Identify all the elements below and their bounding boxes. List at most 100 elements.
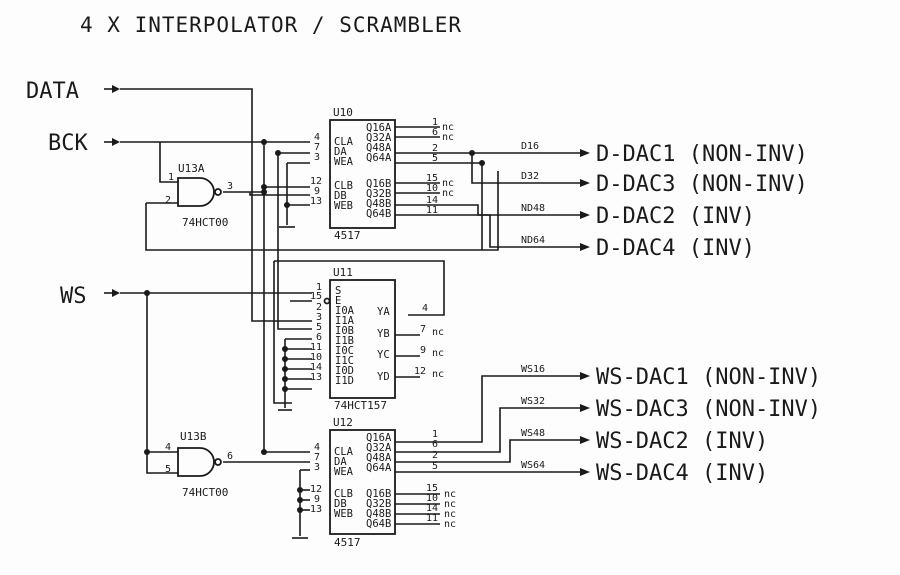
net-ws16: WS16 bbox=[521, 364, 545, 375]
nc-label: nc bbox=[444, 519, 456, 530]
u13a-pinnum: 3 bbox=[227, 181, 233, 192]
u10-pin-q64b: Q64B bbox=[366, 208, 391, 220]
u12-pin-web: WEB bbox=[334, 508, 353, 520]
u12-type: 4517 bbox=[334, 536, 361, 549]
u12-pin-q48a: Q48A bbox=[366, 452, 392, 464]
u10-pinnum: 11 bbox=[426, 205, 438, 216]
u10-pinnum: 7 bbox=[314, 142, 320, 153]
u11-pin-i1d: I1D bbox=[335, 375, 354, 387]
u10-pinnum: 2 bbox=[432, 143, 438, 154]
u13a-ref: U13A bbox=[178, 162, 205, 175]
u11-pin-i1c: I1C bbox=[335, 355, 354, 367]
u12-pinnum: 1 bbox=[432, 429, 438, 440]
nc-label: nc bbox=[444, 489, 456, 500]
u12-ref: U12 bbox=[333, 416, 353, 429]
u10-pinnum: 10 bbox=[426, 183, 438, 194]
nc-label: nc bbox=[444, 499, 456, 510]
u12-pinnum: 5 bbox=[432, 461, 438, 472]
gate-u13a: U13A 74HCT00 1 2 3 bbox=[165, 162, 233, 229]
u11-pinnum: 4 bbox=[422, 303, 428, 314]
u12-pinnum: 3 bbox=[314, 462, 320, 473]
net-d32: D32 bbox=[521, 171, 539, 182]
u10-pinnum: 12 bbox=[310, 176, 322, 187]
output-ws-dac3: WS-DAC3 (NON-INV) bbox=[596, 397, 821, 422]
u12-pinnum: 14 bbox=[426, 503, 438, 514]
input-arrows bbox=[104, 85, 120, 297]
u10-pin-q32a: Q32A bbox=[366, 132, 392, 144]
u12-pin-q48b: Q48B bbox=[366, 508, 391, 520]
u12-pinnum: 7 bbox=[314, 452, 320, 463]
u11-pin-e: E bbox=[335, 295, 341, 307]
u12-pin-db: DB bbox=[334, 498, 347, 510]
u10-pinnum: 14 bbox=[426, 195, 438, 206]
u12-pin-q32b: Q32B bbox=[366, 498, 391, 510]
net-ws32: WS32 bbox=[521, 396, 545, 407]
chip-u11: U11 74HCT157 S E I0A I1A I0B I1B I0C I1C… bbox=[310, 266, 444, 412]
u10-pin-q32b: Q32B bbox=[366, 188, 391, 200]
u11-pinnum: 1 bbox=[316, 282, 322, 293]
u10-pinnum: 13 bbox=[310, 196, 322, 207]
u13b-pinnum: 4 bbox=[165, 442, 171, 453]
u11-pinnum: 15 bbox=[310, 291, 322, 302]
u10-pin-clb: CLB bbox=[334, 180, 353, 192]
nc-label: nc bbox=[442, 188, 454, 199]
u11-pinnum: 3 bbox=[316, 312, 322, 323]
u10-pinnum: 9 bbox=[314, 186, 320, 197]
u12-pinnum: 4 bbox=[314, 442, 320, 453]
output-ws-dac1: WS-DAC1 (NON-INV) bbox=[596, 365, 821, 390]
u11-pin-i0c: I0C bbox=[335, 345, 354, 357]
u11-pin-yc: YC bbox=[377, 349, 390, 361]
u10-pinnum: 15 bbox=[426, 173, 438, 184]
output-d-dac1: D-DAC1 (NON-INV) bbox=[596, 142, 808, 167]
u11-pinnum: 6 bbox=[316, 332, 322, 343]
output-arrows bbox=[580, 149, 590, 476]
u12-pinnum: 11 bbox=[426, 513, 438, 524]
u10-pin-da: DA bbox=[334, 146, 347, 158]
u12-pinnum: 9 bbox=[314, 494, 320, 505]
u10-pin-wea: WEA bbox=[334, 156, 354, 168]
u12-pinnum: 2 bbox=[432, 450, 438, 461]
nc-label: nc bbox=[432, 327, 444, 338]
u10-pin-web: WEB bbox=[334, 200, 353, 212]
u11-pinnum: 14 bbox=[310, 362, 322, 373]
u11-pin-i1b: I1B bbox=[335, 335, 354, 347]
u10-pin-db: DB bbox=[334, 190, 347, 202]
u11-pinnum: 7 bbox=[420, 324, 426, 335]
u12-pinnum: 10 bbox=[426, 493, 438, 504]
u12-pin-q32a: Q32A bbox=[366, 442, 392, 454]
u11-type: 74HCT157 bbox=[334, 399, 387, 412]
u10-ref: U10 bbox=[333, 106, 353, 119]
nc-label: nc bbox=[444, 509, 456, 520]
u10-pinnum: 6 bbox=[432, 127, 438, 138]
u11-pinnum: 5 bbox=[316, 322, 322, 333]
u11-pin-ya: YA bbox=[377, 306, 390, 318]
nc-label: nc bbox=[442, 178, 454, 189]
output-d-dac3: D-DAC3 (NON-INV) bbox=[596, 172, 808, 197]
input-data-label: DATA bbox=[26, 79, 79, 104]
u11-pin-yd: YD bbox=[377, 371, 390, 383]
u10-pinnum: 3 bbox=[314, 152, 320, 163]
u10-pinnum: 1 bbox=[432, 117, 438, 128]
net-ws64: WS64 bbox=[521, 460, 545, 471]
input-bck-label: BCK bbox=[48, 131, 88, 156]
u11-pinnum: 13 bbox=[310, 372, 322, 383]
u12-pinnum: 13 bbox=[310, 504, 322, 515]
net-nd64: ND64 bbox=[521, 235, 545, 246]
u12-pin-q16b: Q16B bbox=[366, 488, 391, 500]
u11-ref: U11 bbox=[333, 266, 353, 279]
u10-pin-q64a: Q64A bbox=[366, 152, 392, 164]
output-d-dac4: D-DAC4 (INV) bbox=[596, 236, 755, 261]
u11-pin-s: S bbox=[335, 285, 341, 297]
chip-u10: U10 4517 CLA DA WEA CLB DB WEB Q16A Q32A… bbox=[310, 106, 454, 242]
output-ws-dac2: WS-DAC2 (INV) bbox=[596, 429, 768, 454]
u12-pinnum: 6 bbox=[432, 439, 438, 450]
output-ws-dac4: WS-DAC4 (INV) bbox=[596, 461, 768, 486]
net-nd48: ND48 bbox=[521, 203, 545, 214]
net-labels: D16 D32 ND48 ND64 WS16 WS32 WS48 WS64 bbox=[521, 141, 545, 471]
u10-pinnum: 4 bbox=[314, 132, 320, 143]
nc-label: nc bbox=[432, 369, 444, 380]
u11-pinnum: 10 bbox=[310, 352, 322, 363]
nc-label: nc bbox=[442, 122, 454, 133]
output-d-dac2: D-DAC2 (INV) bbox=[596, 204, 755, 229]
